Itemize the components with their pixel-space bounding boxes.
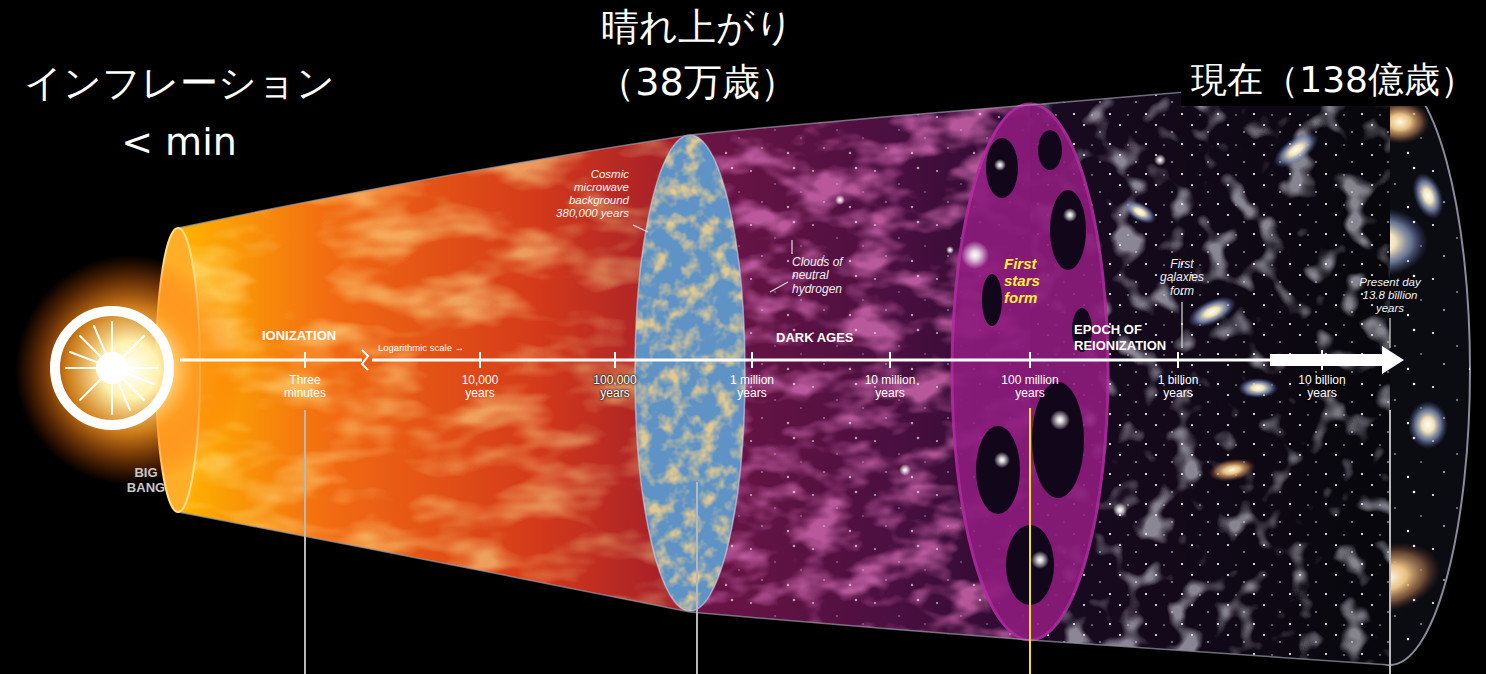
label-holder: 10 million years — [857, 374, 923, 401]
label-holder: 10 billion years — [1289, 374, 1355, 401]
label-holder: Three minutes — [272, 374, 338, 401]
label-holder: EPOCH OF REIONIZATION — [1074, 322, 1188, 353]
tick-label: 1 million years — [719, 374, 785, 401]
label-holder: Clouds of neutral hydrogen — [792, 256, 868, 296]
stage-title: インフレーション < min — [18, 54, 340, 172]
label-holder: BIG BANG — [116, 466, 176, 495]
label-holder: 1 billion years — [1145, 374, 1211, 401]
first-stars-label: First stars form — [1004, 256, 1056, 306]
tick-label: 100 million years — [995, 374, 1065, 401]
clouds-label: Clouds of neutral hydrogen — [792, 256, 868, 296]
era-label: IONIZATION — [262, 329, 372, 344]
tick-label: 10 billion years — [1289, 374, 1355, 401]
label-holder: 100,000 years — [582, 374, 648, 401]
cmb-label: Cosmic microwave background 380,000 year… — [543, 168, 629, 220]
stage-box: 晴れ上がり （38万歳） — [575, 0, 820, 116]
stage-box: 現在（138億歳） — [1181, 55, 1486, 106]
label-holder: First galaxies form — [1152, 258, 1212, 298]
label-holder: Present day 13.8 billion years — [1347, 276, 1433, 315]
stage-box: インフレーション < min — [8, 50, 350, 176]
era-label: EPOCH OF REIONIZATION — [1074, 322, 1188, 353]
stage-title: 晴れ上がり （38万歳） — [583, 0, 812, 110]
tick-label: 10,000 years — [447, 374, 513, 401]
label-holder: 1 million years — [719, 374, 785, 401]
first-galaxies-label: First galaxies form — [1152, 258, 1212, 298]
label-holder: First stars form — [1004, 256, 1056, 306]
label-holder: Logarithmic scale → — [378, 343, 498, 354]
label-holder: 100 million years — [995, 374, 1065, 401]
label-holder: 10,000 years — [447, 374, 513, 401]
tick-label: 1 billion years — [1145, 374, 1211, 401]
scale-note: Logarithmic scale → — [378, 343, 498, 354]
label-holder: DARK AGES — [776, 331, 886, 346]
label-holder: Cosmic microwave background 380,000 year… — [543, 168, 629, 220]
big-bang-label: BIG BANG — [116, 466, 176, 495]
tick-label: Three minutes — [272, 374, 338, 401]
tick-label: 100,000 years — [582, 374, 648, 401]
era-label: DARK AGES — [776, 331, 886, 346]
label-holder: IONIZATION — [262, 329, 372, 344]
tick-label: 10 million years — [857, 374, 923, 401]
stage-title: 現在（138億歳） — [1191, 57, 1476, 104]
present-day-label: Present day 13.8 billion years — [1347, 276, 1433, 315]
